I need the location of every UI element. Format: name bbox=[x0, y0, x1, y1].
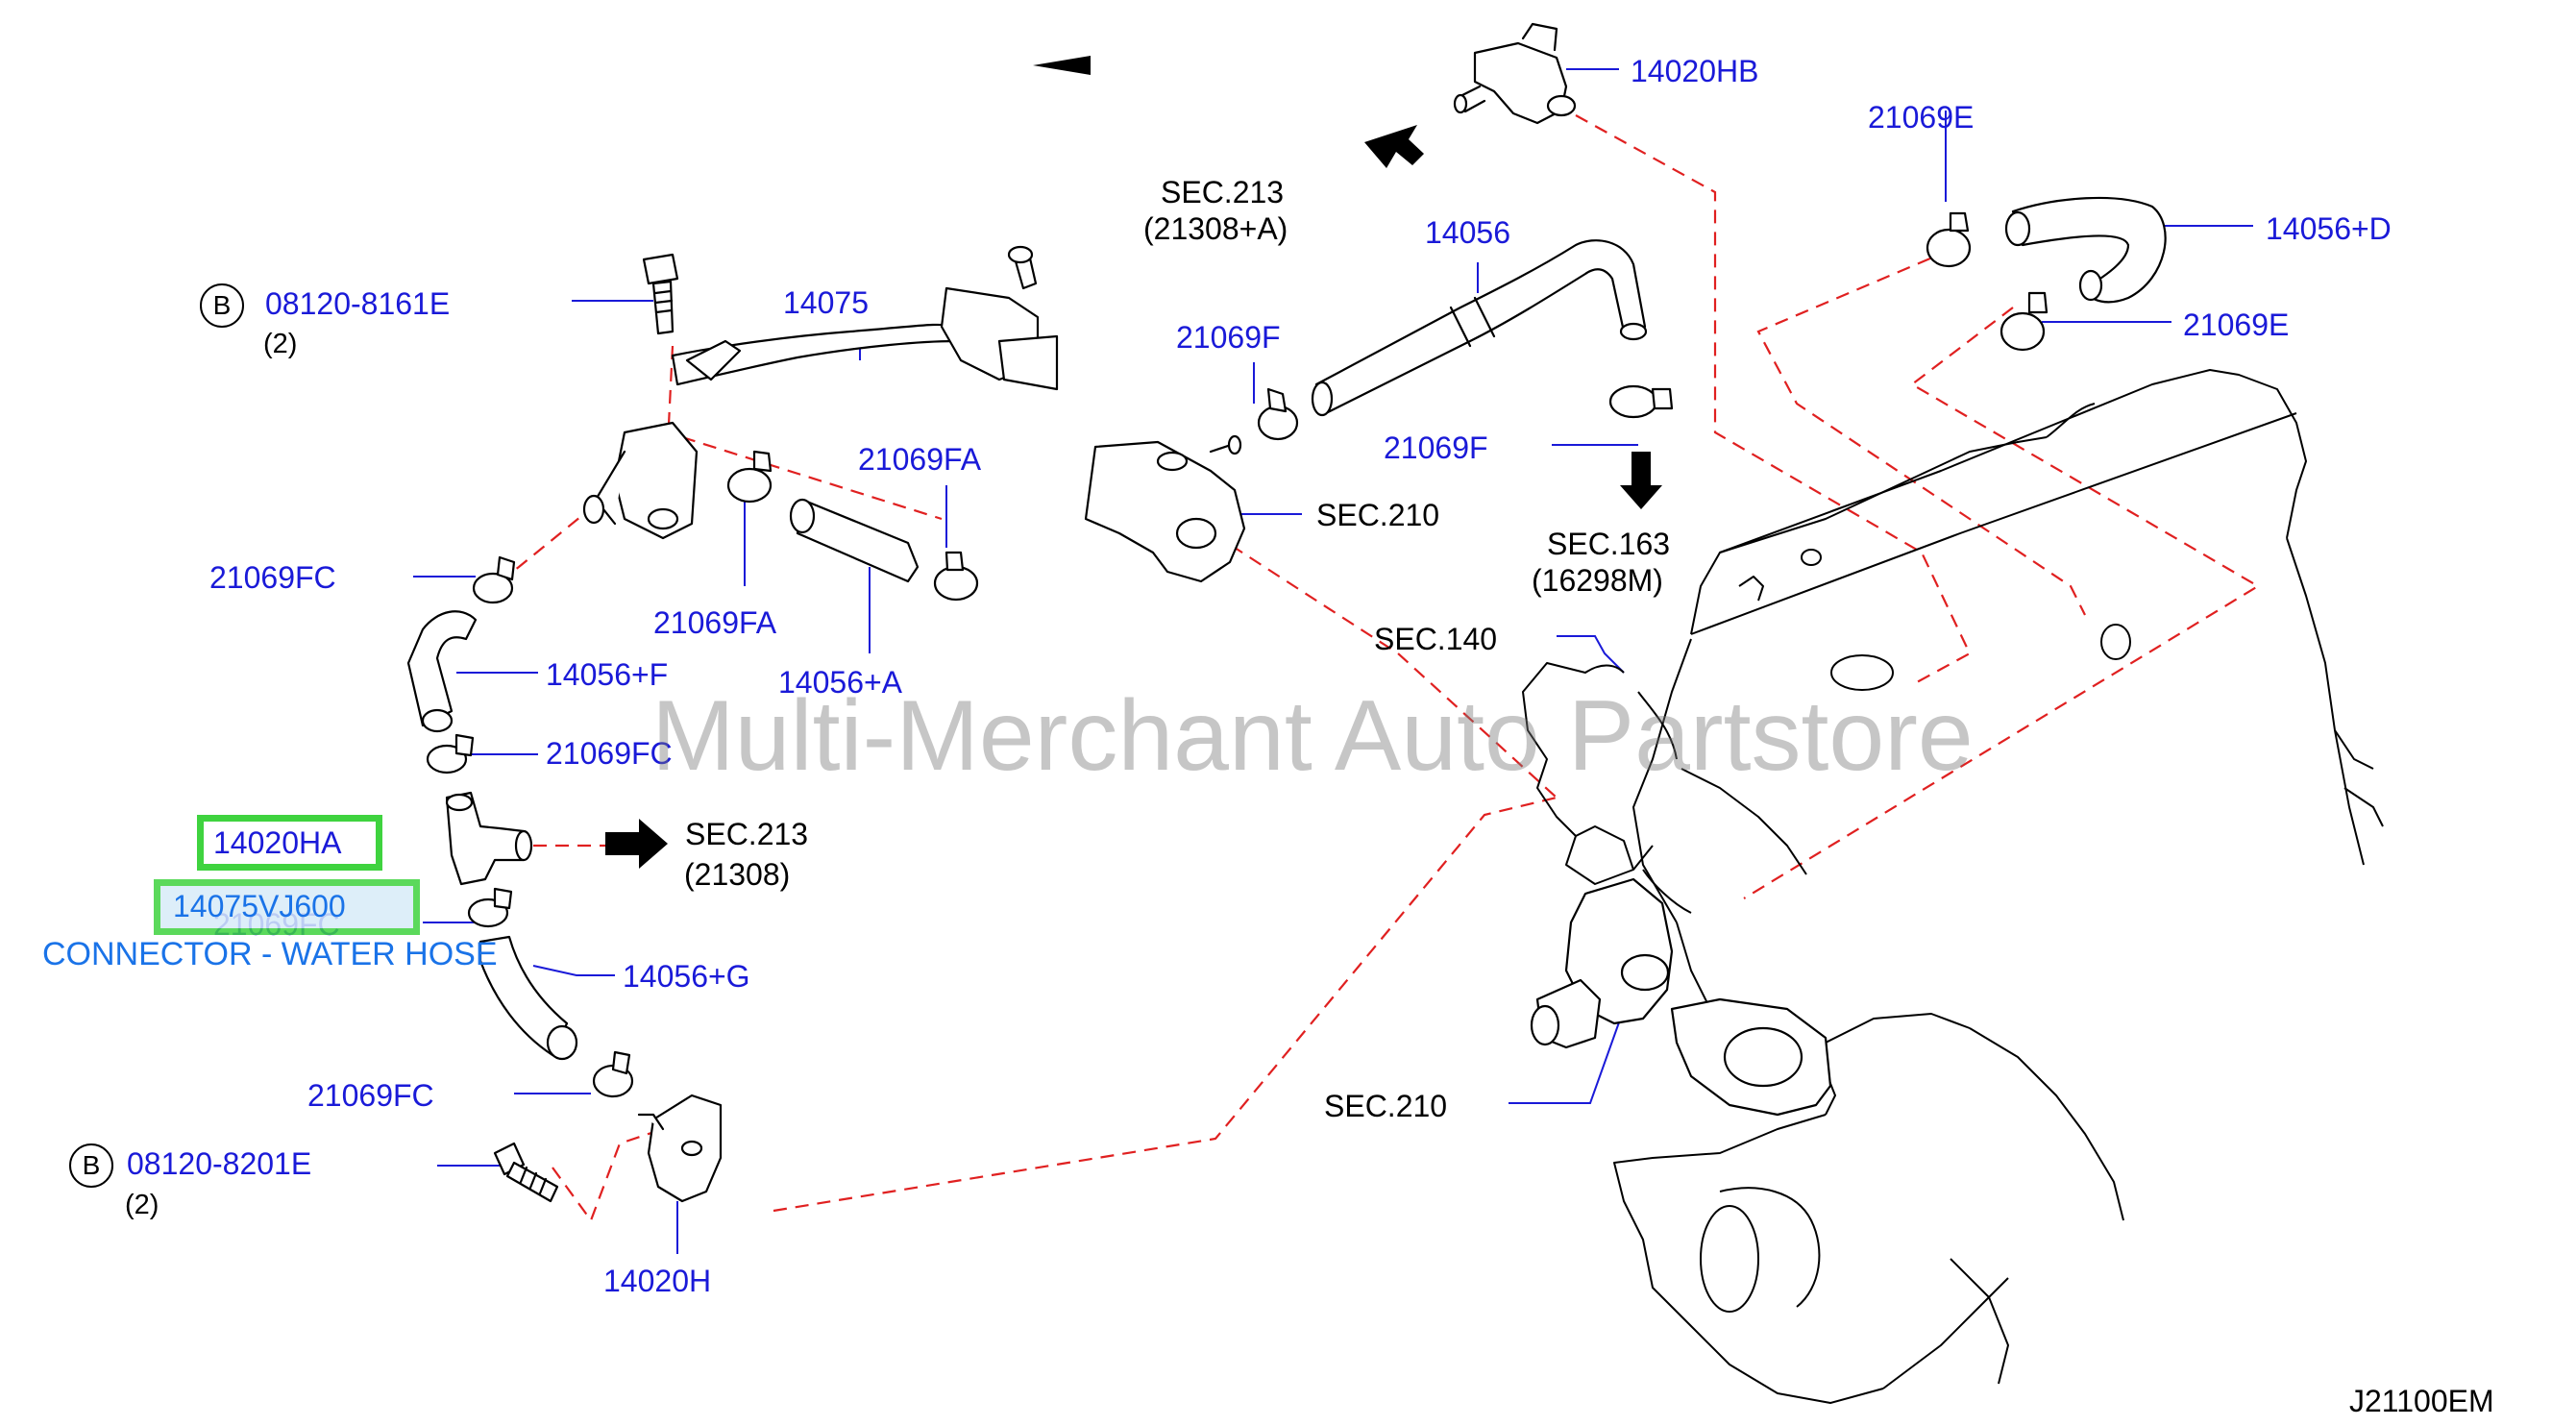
label-bolt1-qty: (2) bbox=[263, 329, 298, 359]
arrow-direction-icon bbox=[1033, 56, 1091, 75]
bolt-marker-b-2: B bbox=[69, 1143, 113, 1188]
part-21069FC-clamp-4 bbox=[592, 1050, 634, 1098]
part-21069FC-clamp-1 bbox=[472, 555, 516, 604]
part-21069FC-clamp-3 bbox=[467, 887, 513, 928]
part-14020HB-connector bbox=[1453, 22, 1577, 125]
part-bolt-08120-8161E bbox=[642, 253, 679, 335]
label-14075: 14075 bbox=[783, 285, 869, 320]
label-sec140: SEC.140 bbox=[1374, 622, 1498, 656]
label-21069F-left: 21069F bbox=[1176, 320, 1281, 355]
part-bolt-08120-8201E bbox=[493, 1142, 559, 1203]
label-sec210-bottom: SEC.210 bbox=[1324, 1089, 1448, 1123]
label-14056: 14056 bbox=[1425, 215, 1510, 250]
part-14056F-hose bbox=[406, 610, 478, 733]
label-sec213-top-sub: (21308+A) bbox=[1143, 211, 1288, 246]
label-21069FC-4: 21069FC bbox=[307, 1078, 434, 1113]
highlight-box-14020HA bbox=[197, 815, 382, 871]
part-21069FA-clamp-left bbox=[726, 450, 773, 504]
engine-block-outline bbox=[1522, 369, 2384, 1404]
label-21069E-right: 21069E bbox=[2183, 307, 2290, 342]
part-14056D-hose bbox=[2004, 196, 2167, 304]
part-21069FC-clamp-2 bbox=[426, 733, 475, 774]
label-14056G: 14056+G bbox=[623, 959, 750, 994]
label-bolt2-qty: (2) bbox=[125, 1190, 159, 1220]
part-14056G-hose bbox=[478, 935, 578, 1061]
label-sec163: SEC.163 bbox=[1547, 527, 1671, 561]
part-sec210-outlet bbox=[1084, 434, 1246, 583]
arrow-to-sec163-icon bbox=[1620, 452, 1662, 509]
arrow-to-sec213-bottom-icon bbox=[605, 819, 668, 869]
label-14020HA[interactable]: 14020HA bbox=[213, 825, 342, 860]
label-21069FA-left: 21069FA bbox=[653, 605, 777, 640]
label-21069F-right: 21069F bbox=[1384, 430, 1488, 465]
label-bolt-08120-8201E: 08120-8201E bbox=[127, 1146, 312, 1181]
label-sec213-top: SEC.213 bbox=[1161, 175, 1285, 209]
part-21069F-clamp-left bbox=[1257, 387, 1299, 441]
label-14075VJ600[interactable]: 14075VJ600 bbox=[173, 889, 346, 923]
label-14056D: 14056+D bbox=[2266, 211, 2392, 246]
label-21069FC-2: 21069FC bbox=[546, 736, 673, 771]
callout-lines bbox=[413, 68, 2253, 1254]
label-sec213-bottom: SEC.213 bbox=[685, 817, 809, 851]
label-sec213-bottom-sub: (21308) bbox=[684, 857, 791, 892]
part-14020HA-connector bbox=[445, 791, 533, 886]
part-21069F-clamp-right bbox=[1608, 384, 1674, 419]
highlight-box-14075VJ600 bbox=[154, 879, 420, 935]
part-14056-hose bbox=[1311, 239, 1648, 417]
arrow-to-sec213-top-icon bbox=[1364, 125, 1424, 168]
label-21069E-top: 21069E bbox=[1868, 100, 1975, 135]
label-14020HB: 14020HB bbox=[1631, 54, 1759, 88]
part-21069E-clamp-right bbox=[1999, 291, 2049, 352]
bolt-marker-b-1: B bbox=[200, 283, 244, 328]
diagram-code: J21100EM bbox=[2349, 1384, 2494, 1418]
label-bolt-08120-8161E: 08120-8161E bbox=[265, 286, 451, 321]
part-description: CONNECTOR - WATER HOSE bbox=[42, 936, 498, 972]
part-21069E-clamp-top bbox=[1926, 211, 1972, 268]
watermark: Multi-Merchant Auto Partstore bbox=[651, 680, 1974, 792]
water-pump-sec210 bbox=[1530, 877, 1832, 1117]
part-14075-pipe bbox=[582, 245, 1059, 540]
label-sec163-sub: (16298M) bbox=[1532, 563, 1663, 598]
label-14056A: 14056+A bbox=[778, 665, 903, 700]
label-14020H: 14020H bbox=[603, 1264, 712, 1298]
label-21069FA-right: 21069FA bbox=[858, 442, 982, 477]
part-14056A-hose bbox=[789, 498, 920, 583]
label-21069FC-1: 21069FC bbox=[209, 560, 336, 595]
part-21069FA-clamp-right bbox=[933, 551, 979, 602]
part-14020H-flange bbox=[637, 1094, 723, 1203]
label-14056F: 14056+F bbox=[546, 657, 669, 692]
label-sec210-mid: SEC.210 bbox=[1316, 498, 1440, 532]
assembly-dashed-lines bbox=[499, 114, 2261, 1223]
